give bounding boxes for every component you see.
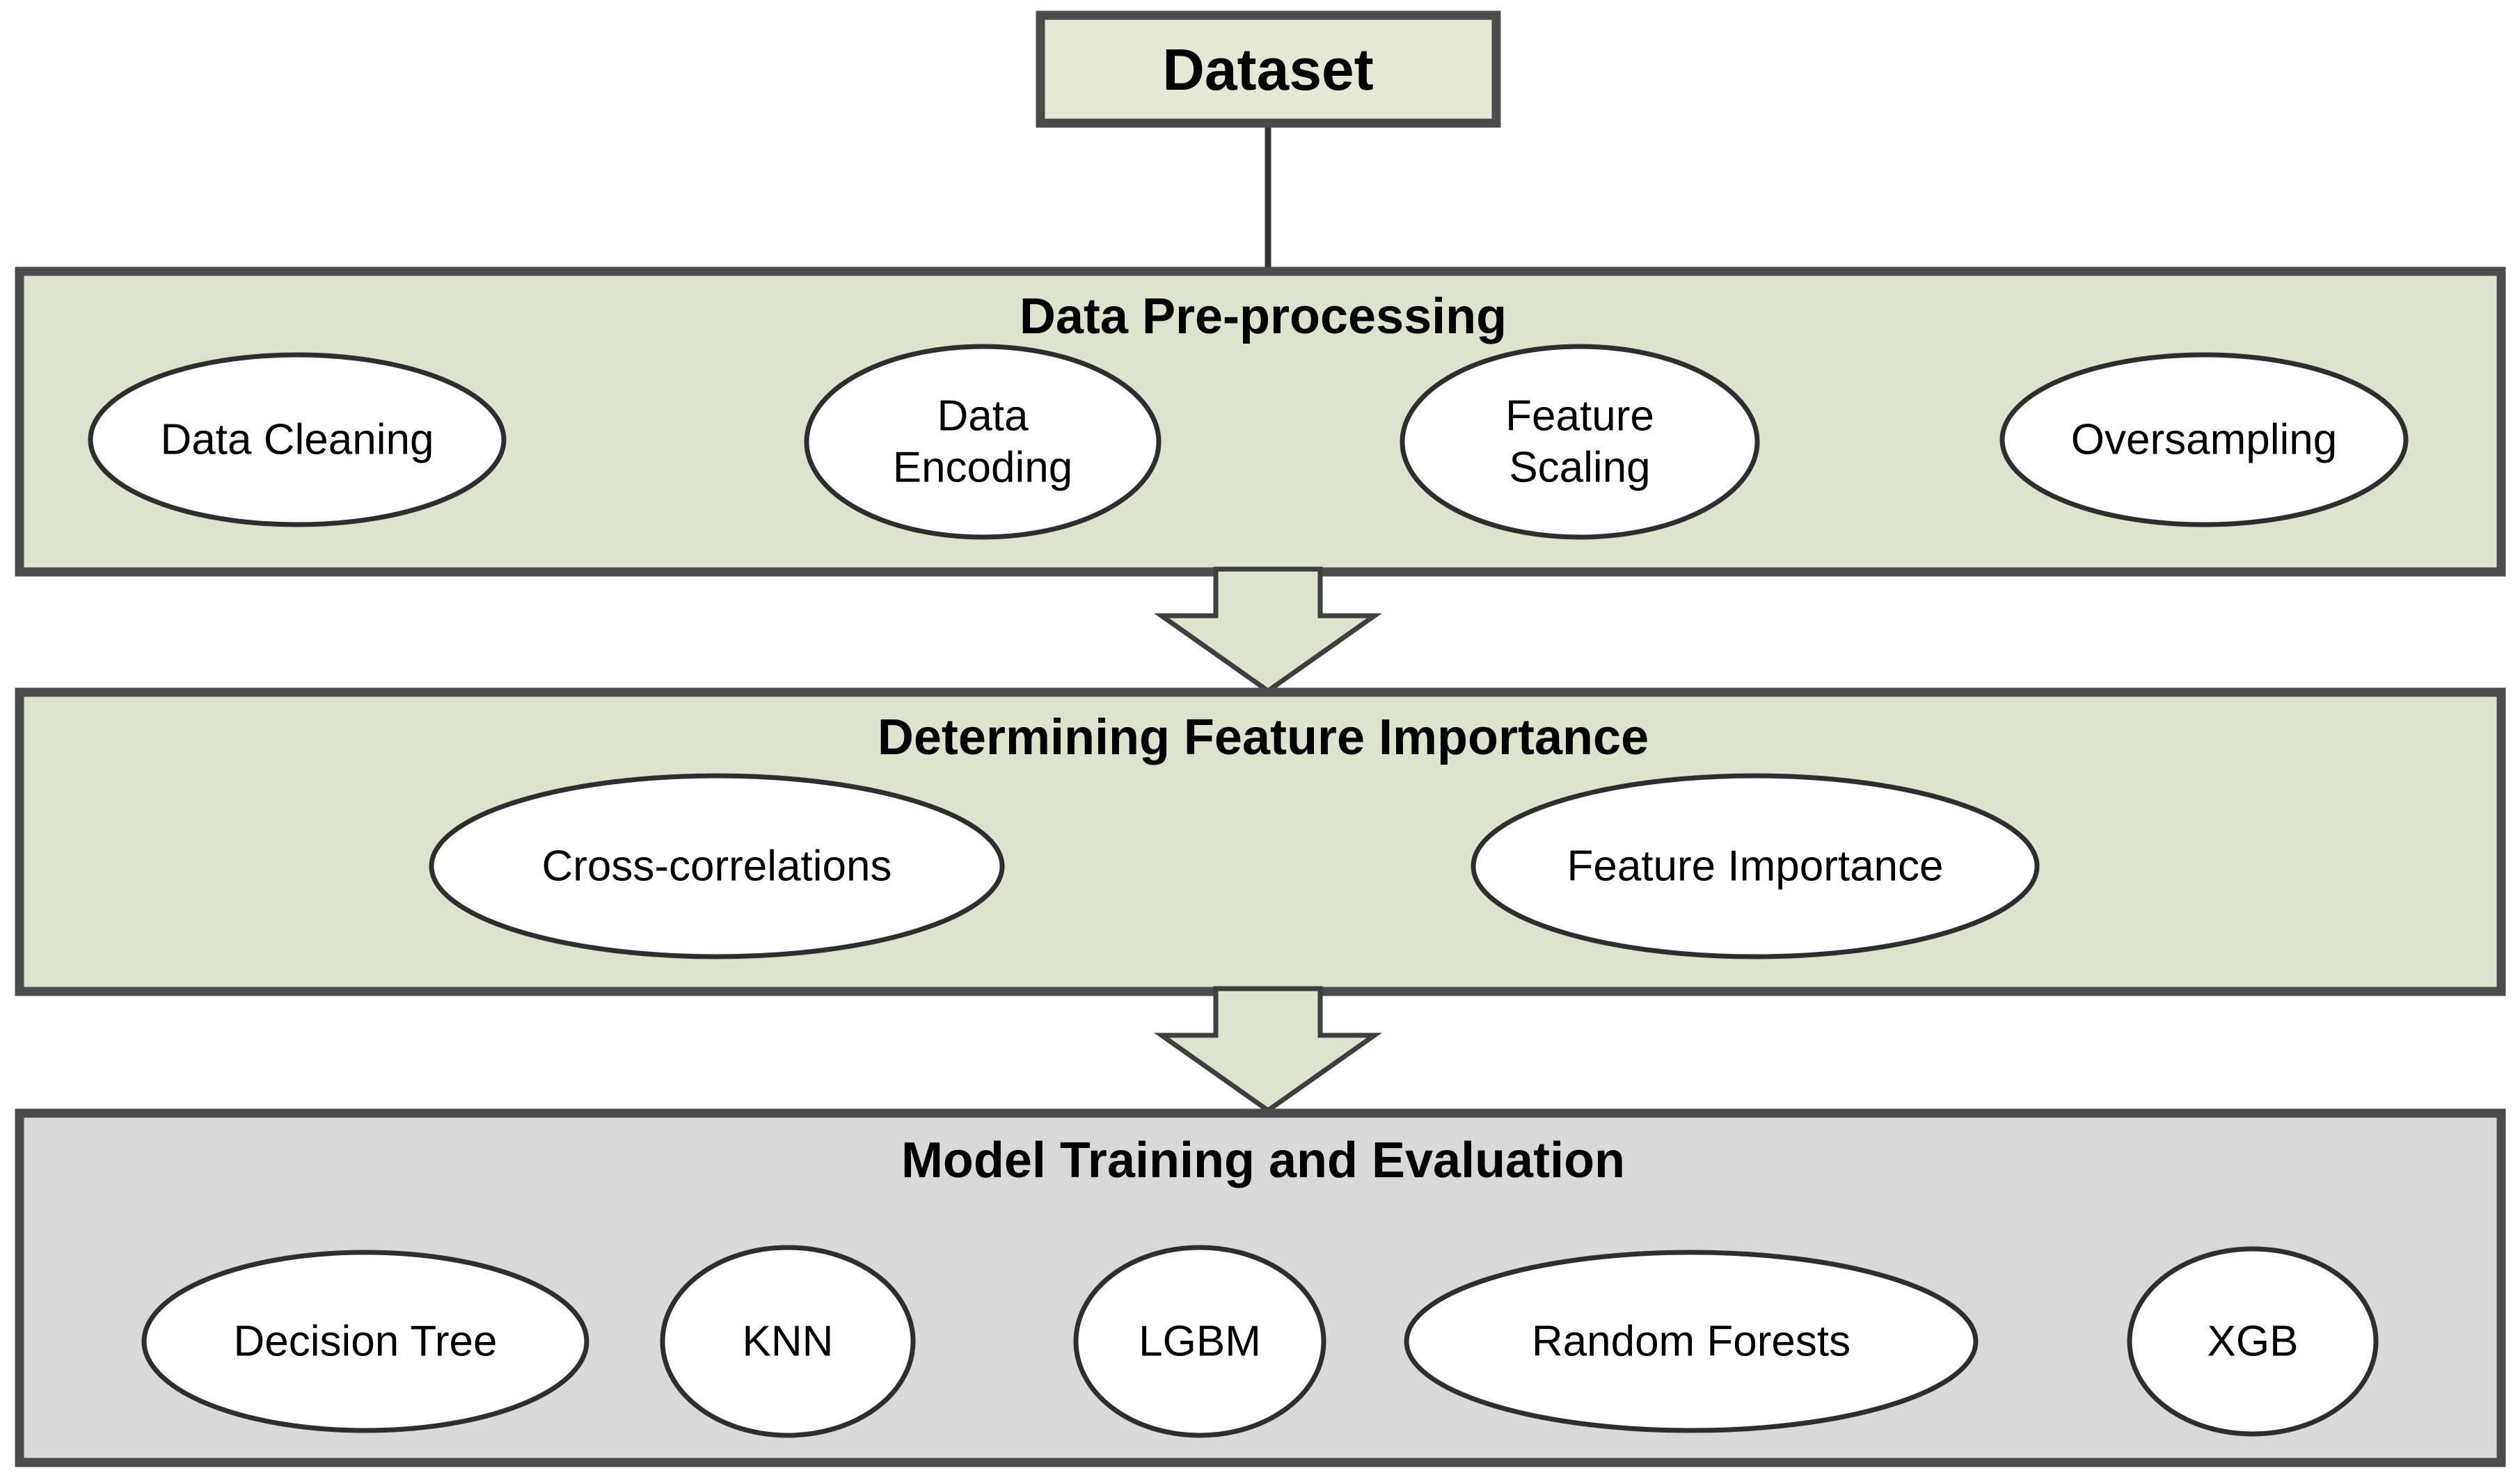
down-arrow-icon	[1153, 566, 1383, 694]
node-label-xgb: XGB	[2208, 1318, 2299, 1366]
node-label-oversampling: Oversampling	[2071, 416, 2337, 464]
node-label-cross-correlations: Cross-correlations	[541, 843, 891, 891]
stage-title-feature-importance: Determining Feature Importance	[878, 710, 1649, 765]
stage-title-model-training: Model Training and Evaluation	[901, 1133, 1625, 1188]
node-label-decision-tree: Decision Tree	[233, 1318, 497, 1366]
stage-band-feature-importance	[15, 687, 2506, 996]
node-ellipse-xgb	[2127, 1246, 2379, 1437]
node-label-feature-importance: Feature Importance	[1567, 843, 1943, 891]
node-ellipse-data-encoding	[804, 344, 1162, 540]
node-label-data-encoding-line2: Encoding	[893, 444, 1073, 492]
node-ellipse-feature-scaling	[1400, 344, 1760, 540]
node-ellipse-data-cleaning	[88, 352, 507, 527]
dataset-box	[1036, 10, 1501, 128]
node-ellipse-feature-importance	[1471, 773, 2040, 959]
node-ellipse-random-forests	[1404, 1250, 1979, 1433]
node-ellipse-knn	[660, 1245, 916, 1438]
node-ellipse-cross-correlations	[429, 773, 1005, 959]
node-ellipse-oversampling	[1999, 352, 2409, 527]
node-label-data-encoding-line1: Data	[937, 392, 1029, 440]
node-ellipse-lgbm	[1073, 1245, 1326, 1438]
node-label-data-cleaning: Data Cleaning	[161, 416, 434, 464]
node-label-lgbm: LGBM	[1139, 1318, 1261, 1366]
node-label-feature-scaling-line1: Feature	[1505, 392, 1654, 440]
dataset-label: Dataset	[1162, 37, 1373, 102]
node-label-random-forests: Random Forests	[1532, 1318, 1851, 1366]
node-ellipse-decision-tree	[141, 1250, 589, 1433]
node-label-feature-scaling-line2: Scaling	[1509, 444, 1650, 492]
node-label-knn: KNN	[743, 1318, 834, 1366]
down-arrow-icon	[1153, 986, 1383, 1114]
stage-title-preprocessing: Data Pre-processing	[1020, 289, 1507, 344]
